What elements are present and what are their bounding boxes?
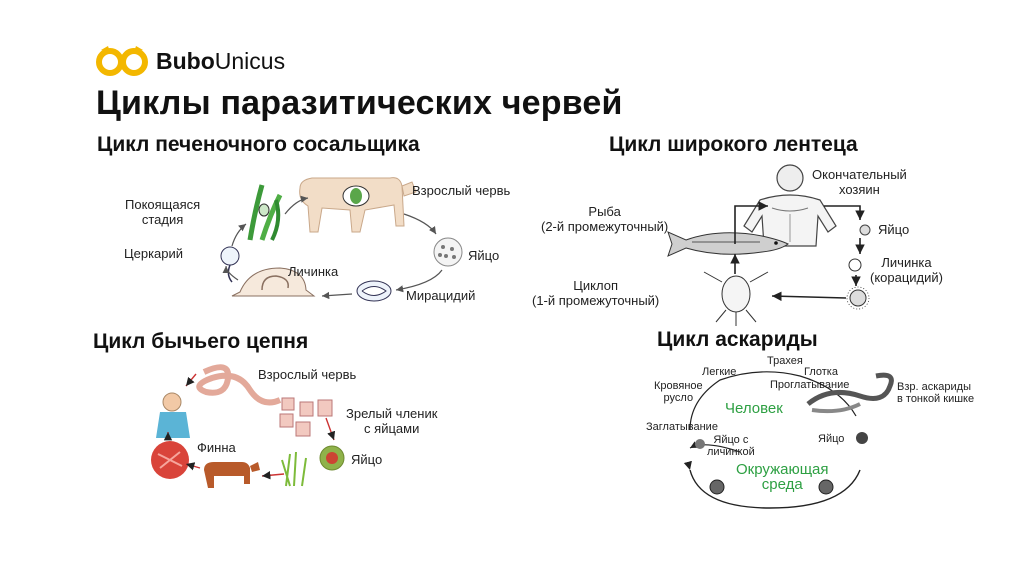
- label-bloodstream: Кровяное русло: [654, 380, 703, 404]
- cercaria-illustration: [220, 246, 240, 283]
- label-final-host: Окончательный хозяин: [812, 167, 907, 197]
- label-beef-adult-worm: Взрослый червь: [258, 367, 357, 382]
- grass-egg-illustration: [281, 445, 345, 487]
- snail-illustration: [231, 267, 316, 297]
- label-coracidium: Личинка (корацидий): [870, 255, 943, 285]
- tapeworm-egg-illustration: [859, 224, 871, 236]
- label-egg: Яйцо: [468, 248, 500, 263]
- egg-cluster-illustration: [433, 237, 463, 267]
- broad-tapeworm-cycle: [667, 164, 871, 326]
- beef-tapeworm-heading: Цикл бычьего цепня: [93, 330, 309, 353]
- person-illustration: [156, 392, 190, 438]
- label-trachea: Трахея: [767, 355, 803, 367]
- label-mature-segment: Зрелый членик с яйцами: [346, 406, 438, 436]
- label-lungs: Легкие: [702, 366, 737, 378]
- label-human: Человек: [725, 400, 783, 417]
- brand-name: BuboUnicus: [156, 47, 286, 74]
- beef-tapeworm-cycle: [151, 364, 345, 488]
- label-beef-egg: Яйцо: [351, 452, 383, 467]
- label-environment: Окружающая среда: [736, 461, 829, 493]
- label-adult-ascaris: Взр. аскариды в тонкой кишке: [897, 381, 975, 405]
- roundworm-illustration: [806, 372, 894, 414]
- broad-tapeworm-heading: Цикл широкого лентеца: [609, 133, 858, 156]
- label-swallowing: Проглатывание: [770, 379, 850, 391]
- finna-illustration: [151, 441, 189, 479]
- label-fish: Рыба (2-й промежуточный): [541, 204, 669, 234]
- label-miracidium: Мирацидий: [406, 288, 476, 303]
- ascaris-heading: Цикл аскариды: [657, 328, 818, 351]
- label-larva: Личинка: [288, 264, 339, 279]
- cow-illustration: [299, 177, 417, 233]
- label-ingestion: Заглатывание: [646, 421, 718, 433]
- label-pharynx: Глотка: [804, 366, 838, 378]
- label-adult-worm: Взрослый червь: [412, 183, 511, 198]
- coracidium-illustration: [848, 258, 862, 272]
- label-resting-stage: Покоящаяся стадия: [125, 197, 201, 227]
- label-tapeworm-egg: Яйцо: [878, 222, 910, 237]
- label-cercaria: Церкарий: [124, 246, 184, 261]
- ascaris-cycle: [683, 371, 894, 509]
- label-egg-with-larva: Яйцо с личинкой: [707, 434, 755, 458]
- grass-illustration: [247, 184, 283, 241]
- cattle-illustration: [204, 462, 260, 488]
- fluke-cycle: [220, 177, 463, 302]
- owl-logo-icon: [96, 46, 148, 76]
- page-title: Циклы паразитических червей: [96, 84, 623, 122]
- cyclops-illustration: [703, 271, 769, 326]
- label-cyclops: Циклоп (1-й промежуточный): [532, 278, 660, 308]
- miracidium-illustration: [356, 280, 392, 302]
- ascaris-egg-illustration: [695, 432, 868, 495]
- fluke-heading: Цикл печеночного сосальщика: [97, 133, 420, 156]
- fish-illustration: [667, 231, 789, 257]
- brand-logo: BuboUnicus: [96, 44, 285, 78]
- tapeworm-body-illustration: [196, 364, 333, 437]
- label-finna: Финна: [197, 440, 236, 455]
- procercoid-illustration: [846, 286, 870, 310]
- label-ascaris-egg: Яйцо: [818, 433, 845, 445]
